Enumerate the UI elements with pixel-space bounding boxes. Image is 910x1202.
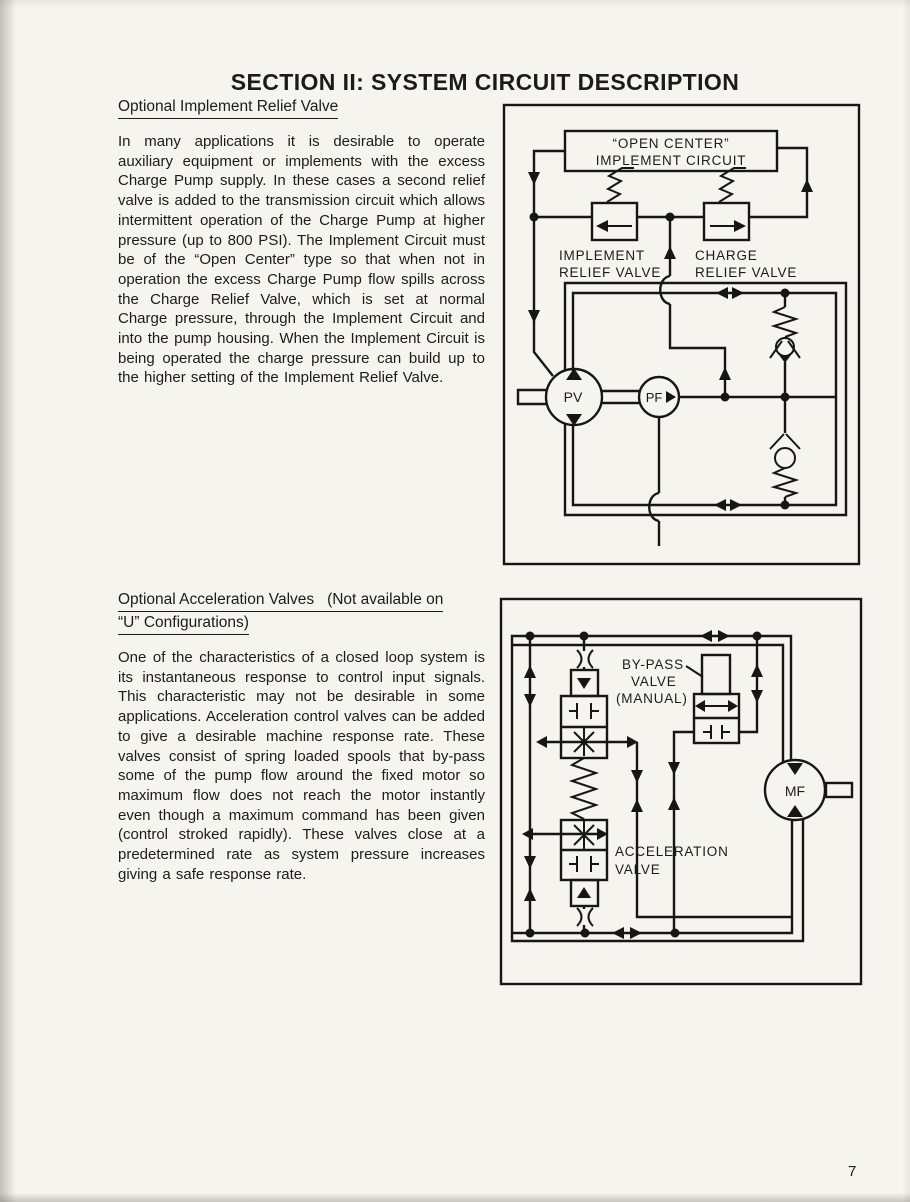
orifice-icon [577, 650, 593, 668]
closed-port-icon [569, 856, 599, 872]
bypass-valve-label-line2: VALVE [631, 674, 677, 689]
down-arrow-icon [524, 694, 536, 707]
down-arrow-icon [668, 762, 680, 775]
up-arrow-icon [664, 246, 676, 259]
down-arrow-icon [528, 172, 540, 185]
page-title: SECTION II: SYSTEM CIRCUIT DESCRIPTION [60, 69, 910, 96]
acceleration-valve-label-line1: ACCELERATION [615, 844, 729, 859]
mf-shaft-stub [826, 783, 852, 797]
implement-relief-label-line2: RELIEF VALVE [559, 265, 661, 280]
flow-left-arrow-icon [700, 630, 712, 642]
flow-right-arrow-icon [718, 630, 730, 642]
section-implement-relief: Optional Implement Relief Valve In many … [118, 96, 485, 388]
charge-relief-spring-icon [719, 168, 746, 202]
bypass-label-pointer-line [686, 666, 703, 677]
flow-right-arrow-icon [732, 287, 744, 299]
down-arrow-icon [631, 770, 643, 783]
flow-left-arrow-icon [522, 828, 533, 840]
section1-heading-text: Optional Implement Relief Valve [118, 96, 338, 119]
implement-relief-arrow-icon [596, 220, 608, 232]
flow-left-arrow-icon [536, 736, 547, 748]
implement-relief-spring-icon [607, 168, 634, 202]
bypass-manual-actuator [702, 655, 730, 694]
flow-right-arrow-icon [730, 499, 742, 511]
charge-relief-label-line2: RELIEF VALVE [695, 265, 797, 280]
up-arrow-icon [631, 799, 643, 812]
section-acceleration-valves: Optional Acceleration Valves (Not availa… [118, 589, 485, 884]
pf-fixed-pump-symbol: PF [639, 377, 679, 417]
check-spring-icon [774, 307, 796, 337]
acceleration-valve-label-line2: VALVE [615, 862, 661, 877]
closed-port-icon [569, 703, 599, 719]
diagram1-border [504, 105, 859, 564]
up-arrow-icon [668, 797, 680, 810]
down-triangle-icon [577, 678, 591, 689]
charge-relief-arrow-icon [734, 220, 746, 232]
flow-left-arrow-icon [716, 287, 728, 299]
closed-port-icon [703, 725, 730, 739]
implement-circuit-label-line1: “OPEN CENTER” [613, 136, 730, 151]
page-number: 7 [848, 1163, 856, 1180]
diagram1-wires [534, 148, 846, 546]
up-arrow-icon [524, 665, 536, 678]
up-arrow-icon [719, 367, 731, 380]
mf-down-arrow-icon [787, 763, 803, 775]
down-arrow-icon [528, 310, 540, 323]
acceleration-spring-icon [572, 758, 596, 819]
section2-heading-line2: “U” Configurations) [118, 612, 249, 635]
mf-label: MF [785, 783, 805, 799]
up-triangle-icon [577, 887, 591, 898]
down-arrow-icon [524, 856, 536, 869]
charge-check-valve-lower [770, 397, 800, 505]
charge-check-valve-upper [770, 293, 800, 397]
section2-heading: Optional Acceleration Valves (Not availa… [118, 589, 485, 635]
pv-shaft-stub [518, 390, 546, 404]
section2-paragraph: One of the characteristics of a closed l… [118, 648, 485, 884]
section2-heading-line1: Optional Acceleration Valves (Not availa… [118, 589, 443, 612]
pv-label: PV [564, 389, 583, 405]
flow-right-arrow-icon [728, 700, 738, 712]
acceleration-valve-circuit-diagram: MF BY-PASS VALVE (MANUAL) ACCELERATION V… [494, 592, 869, 992]
bypass-valve-label-line1: BY-PASS [622, 657, 684, 672]
flow-left-arrow-icon [612, 927, 624, 939]
down-arrow-icon [751, 690, 763, 703]
open-center-implement-circuit-box: “OPEN CENTER” IMPLEMENT CIRCUIT [565, 131, 777, 171]
implement-relief-valve-symbol [592, 168, 637, 240]
flow-left-arrow-icon [714, 499, 726, 511]
up-arrow-icon [524, 888, 536, 901]
check-spring-icon [774, 468, 796, 497]
pf-label: PF [646, 390, 663, 405]
pf-right-arrow-icon [666, 391, 676, 403]
orifice-icon [577, 908, 593, 926]
bypass-valve-label-line3: (MANUAL) [616, 691, 688, 706]
implement-circuit-label-line2: IMPLEMENT CIRCUIT [596, 153, 747, 168]
section1-paragraph: In many applications it is desirable to … [118, 132, 485, 388]
implement-relief-circuit-diagram: “OPEN CENTER” IMPLEMENT CIRCUIT IMPLEMEN… [497, 98, 867, 573]
flow-right-arrow-icon [630, 927, 642, 939]
charge-relief-valve-symbol [704, 168, 749, 240]
flow-left-arrow-icon [695, 700, 705, 712]
mf-fixed-motor-symbol: MF [765, 760, 852, 820]
implement-relief-label-line1: IMPLEMENT [559, 248, 645, 263]
mf-up-arrow-icon [787, 805, 803, 817]
charge-relief-label-line1: CHARGE [695, 248, 758, 263]
bypass-valve-symbol [694, 655, 739, 743]
up-arrow-icon [801, 179, 813, 192]
up-arrow-icon [751, 664, 763, 677]
section1-heading: Optional Implement Relief Valve [118, 96, 485, 119]
pv-variable-pump-symbol: PV [518, 368, 602, 426]
